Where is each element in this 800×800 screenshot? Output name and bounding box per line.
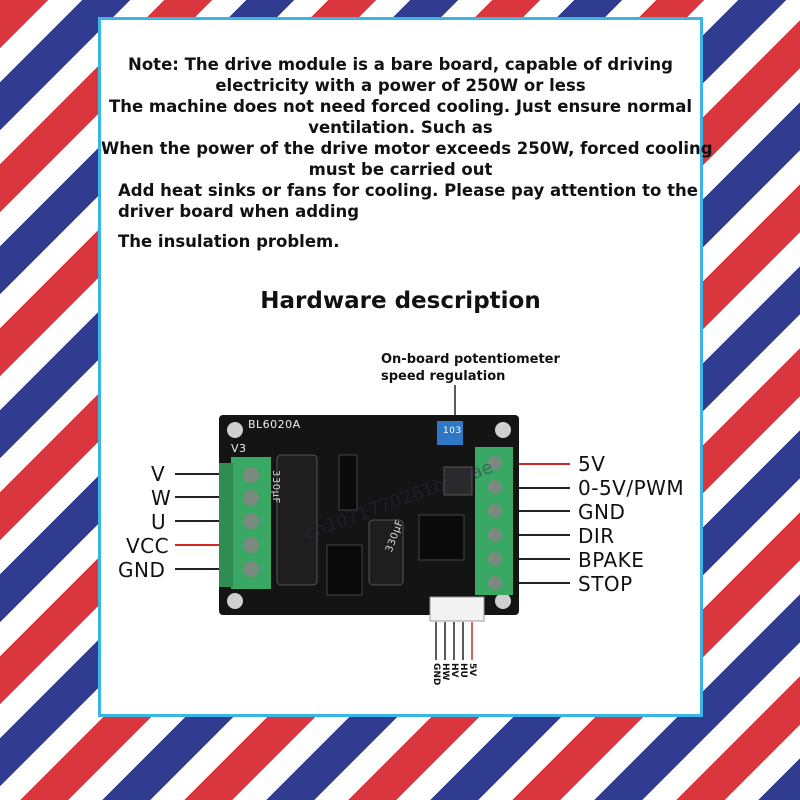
- note-line-3: The machine does not need forced cooling…: [108, 97, 693, 116]
- ic-chip: [418, 514, 465, 561]
- right-label-5v: 5V: [578, 452, 606, 476]
- capacitor-2: [368, 519, 404, 586]
- hardware-title: Hardware description: [260, 288, 541, 314]
- note-line-1: Note: The drive module is a bare board, …: [128, 55, 673, 74]
- note-line-7: Add heat sinks or fans for cooling. Plea…: [118, 181, 698, 200]
- bottom-connector: [429, 596, 485, 622]
- right-label-pwm: 0-5V/PWM: [578, 476, 685, 500]
- left-label-gnd: GND: [118, 558, 166, 582]
- left-label-w: W: [151, 486, 172, 510]
- right-label-dir: DIR: [578, 524, 615, 548]
- note-line-5: When the power of the drive motor exceed…: [101, 139, 713, 158]
- note-line-8: driver board when adding: [118, 202, 360, 221]
- potentiometer: [437, 421, 463, 445]
- right-label-gnd: GND: [578, 500, 626, 524]
- right-label-brake: BPAKE: [578, 548, 645, 572]
- note-line-2: electricity with a power of 250W or less: [215, 76, 586, 95]
- board-version: V3: [231, 442, 247, 455]
- note-line-4: ventilation. Such as: [308, 118, 493, 137]
- left-label-v: V: [151, 462, 166, 486]
- board-model: BL6020A: [248, 418, 301, 431]
- note-line-9: The insulation problem.: [118, 232, 340, 251]
- potentiometer-label-line-1: On-board potentiometer: [381, 352, 560, 367]
- right-terminal-block: [475, 447, 513, 595]
- potentiometer-marking: 103: [443, 426, 462, 436]
- potentiometer-label-line-2: speed regulation: [381, 369, 506, 384]
- note-line-6: must be carried out: [308, 160, 493, 179]
- right-label-stop: STOP: [578, 572, 633, 596]
- capacitor-1: [276, 454, 318, 586]
- left-label-u: U: [151, 510, 167, 534]
- inductor: [443, 466, 473, 496]
- driver-board: [219, 415, 519, 622]
- capacitor-label-1: 330µF: [270, 470, 281, 504]
- left-label-vcc: VCC: [126, 534, 170, 558]
- pin-label-5v: 5V: [467, 663, 477, 677]
